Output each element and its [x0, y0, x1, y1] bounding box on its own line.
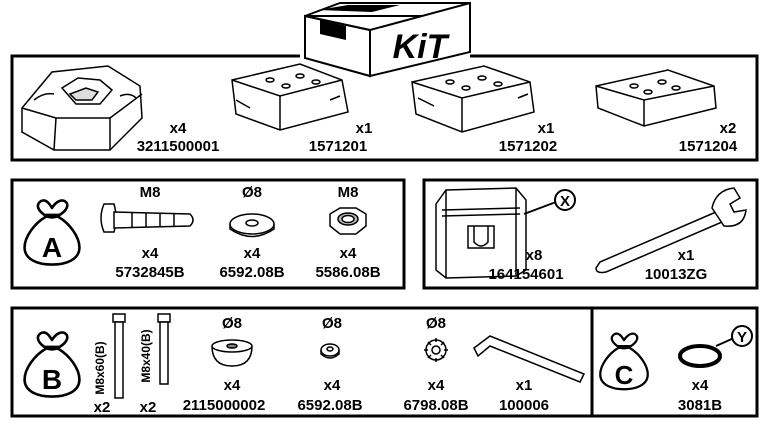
bag-c-item-1-qty: x4: [692, 377, 709, 394]
bag-a-item-1-qty: x4: [142, 245, 159, 262]
bag-a-item-3-spec: M8: [338, 184, 359, 201]
bag-b-item-1-code: 2115000002: [183, 397, 266, 414]
open-end-wrench-part: [595, 187, 747, 274]
bag-b-item-4-code: 100006: [499, 397, 549, 414]
x-callout-leader: [523, 201, 557, 215]
bag-a-item-2-spec: Ø8: [242, 184, 262, 201]
bag-b-panel-frame: [10, 306, 759, 418]
bag-a-item-2-code: 6592.08B: [219, 264, 284, 281]
y-callout-leader: [715, 337, 735, 347]
kit-title: KiT: [393, 28, 451, 66]
tools-item-2-code: 10013ZG: [645, 266, 708, 283]
kit-panel-frame: [10, 54, 759, 162]
bag-a-panel-frame: [10, 178, 406, 290]
kit-part-3-code: 1571202: [499, 138, 557, 155]
dome-spacer-part: [211, 339, 253, 367]
x-callout-marker: [554, 189, 576, 211]
bag-b-item-3-spec: Ø8: [426, 315, 446, 332]
bag-b-letter: B: [42, 364, 62, 395]
bag-b-item-1-qty: x4: [224, 377, 241, 394]
bag-c-item-1-code: 3081B: [678, 397, 722, 414]
bag-a-item-2-qty: x4: [244, 245, 261, 262]
plate-1571202-part: [411, 65, 535, 133]
bag-a-item-3-qty: x4: [340, 245, 357, 262]
tools-item-1-qty: x8: [526, 247, 543, 264]
kit-part-2-code: 1571201: [309, 138, 367, 155]
kit-box-icon: [304, 1, 471, 78]
plate-1571204-part: [595, 69, 717, 127]
bag-b-bolt-short-qty: x2: [140, 399, 157, 416]
kit-part-1-qty: x4: [170, 120, 187, 137]
bag-b-item-3-qty: x4: [428, 377, 445, 394]
kit-part-2-qty: x1: [356, 120, 373, 137]
short-hex-bolt-part: [157, 313, 171, 385]
kit-part-3-qty: x1: [538, 120, 555, 137]
bag-b-item-2-qty: x4: [324, 377, 341, 394]
y-callout-marker: [731, 325, 753, 347]
tools-panel-frame: [422, 178, 759, 290]
bag-a-item-1-code: 5732845B: [115, 264, 184, 281]
x-callout-label: X: [560, 193, 570, 210]
clip-bracket-part: [435, 187, 527, 279]
bag-a-item-3-code: 5586.08B: [315, 264, 380, 281]
lock-washer-part: [424, 338, 448, 362]
bag-b-bolt-long-qty: x2: [94, 399, 111, 416]
tools-item-1-code: 164154601: [488, 266, 563, 283]
bag-b-item-2-code: 6592.08B: [297, 397, 362, 414]
kit-part-4-qty: x2: [720, 120, 737, 137]
kit-part-4-code: 1571204: [679, 138, 738, 155]
kit-part-1-code: 3211500001: [137, 138, 220, 155]
bag-a-item-1-spec: M8: [140, 184, 161, 201]
long-hex-bolt-part: [112, 313, 126, 399]
flat-washer-part: [229, 213, 275, 238]
carriage-bolt-part: [100, 203, 194, 233]
bag-b-item-3-code: 6798.08B: [403, 397, 468, 414]
bag-b-item-4-qty: x1: [516, 377, 533, 394]
bag-c-letter: C: [615, 360, 634, 390]
cushion-block-part: [21, 65, 143, 151]
hex-nut-part: [329, 207, 367, 235]
allen-key-part: [473, 335, 586, 383]
bag-b-item-1-spec: Ø8: [222, 315, 242, 332]
bag-b-bolt-long-spec: M8x60(B): [93, 341, 107, 394]
bag-b-item-2-spec: Ø8: [322, 315, 342, 332]
o-ring-part: [678, 344, 722, 368]
bag-b-bolt-short-spec: M8x40(B): [139, 329, 153, 382]
bag-a-letter: A: [42, 232, 62, 263]
small-washer-part: [320, 343, 340, 359]
tools-item-2-qty: x1: [678, 247, 695, 264]
plate-1571201-part: [231, 63, 349, 131]
y-callout-label: Y: [737, 329, 747, 346]
